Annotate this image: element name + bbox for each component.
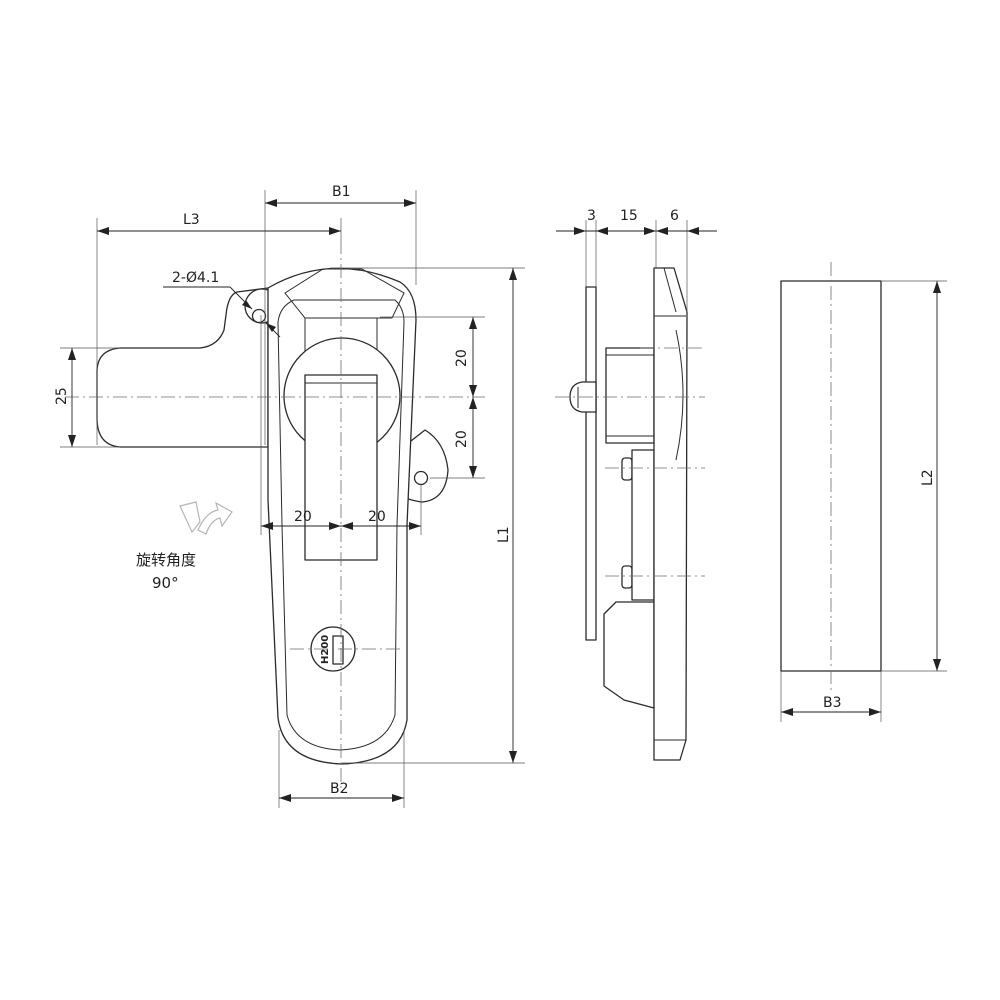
cam-tongue (603, 601, 655, 709)
label-b1: B1 (332, 184, 351, 200)
rotate-arrow-icon (179, 501, 233, 535)
dim-b3: B3 (780, 671, 882, 722)
label-side-15: 15 (620, 208, 638, 224)
cover-view (780, 262, 882, 690)
latch-block (631, 449, 655, 601)
label-20-lower: 20 (454, 430, 470, 448)
dim-l1: L1 (330, 267, 525, 764)
front-view: H200 (65, 240, 485, 790)
label-hole: 2-Ø4.1 (172, 270, 219, 286)
dim-b1: B1 (264, 184, 417, 445)
dim-b2: B2 (278, 730, 405, 808)
label-l3: L3 (183, 212, 200, 228)
back-plate (585, 286, 597, 641)
front-plate (653, 267, 688, 761)
dim-hole: 2-Ø4.1 (163, 270, 281, 338)
spacer-block (605, 347, 655, 444)
label-b2: B2 (330, 781, 349, 797)
mount-hole-lower (413, 470, 429, 486)
dim-l3: L3 (96, 212, 342, 445)
dim-25: 25 (54, 347, 120, 448)
lever-handle (96, 287, 269, 448)
screw-mid (621, 457, 633, 481)
rotation-note: 旋转角度 90° (136, 501, 233, 592)
dim-l2: L2 (881, 280, 947, 672)
label-25: 25 (54, 387, 70, 405)
label-20-left: 20 (294, 509, 312, 525)
label-side-3: 3 (587, 208, 596, 224)
dim-side-top: 3 15 6 (556, 208, 717, 312)
label-b3: B3 (823, 695, 842, 711)
screw-low (621, 565, 633, 589)
label-20-right: 20 (368, 509, 386, 525)
knob-profile (675, 329, 684, 461)
keyway (332, 635, 344, 665)
label-l2: L2 (920, 469, 936, 486)
label-20-upper: 20 (454, 349, 470, 367)
rotation-label: 旋转角度 (136, 551, 196, 569)
dim-20-horizontal: 20 20 (260, 315, 422, 535)
mount-hole-upper (251, 308, 267, 324)
inner-plate (277, 299, 405, 751)
dim-20-vertical: 20 20 (380, 316, 485, 479)
rotation-value: 90° (152, 574, 179, 592)
side-view (555, 267, 705, 761)
label-side-6: 6 (670, 208, 679, 224)
label-l1: L1 (496, 526, 512, 543)
